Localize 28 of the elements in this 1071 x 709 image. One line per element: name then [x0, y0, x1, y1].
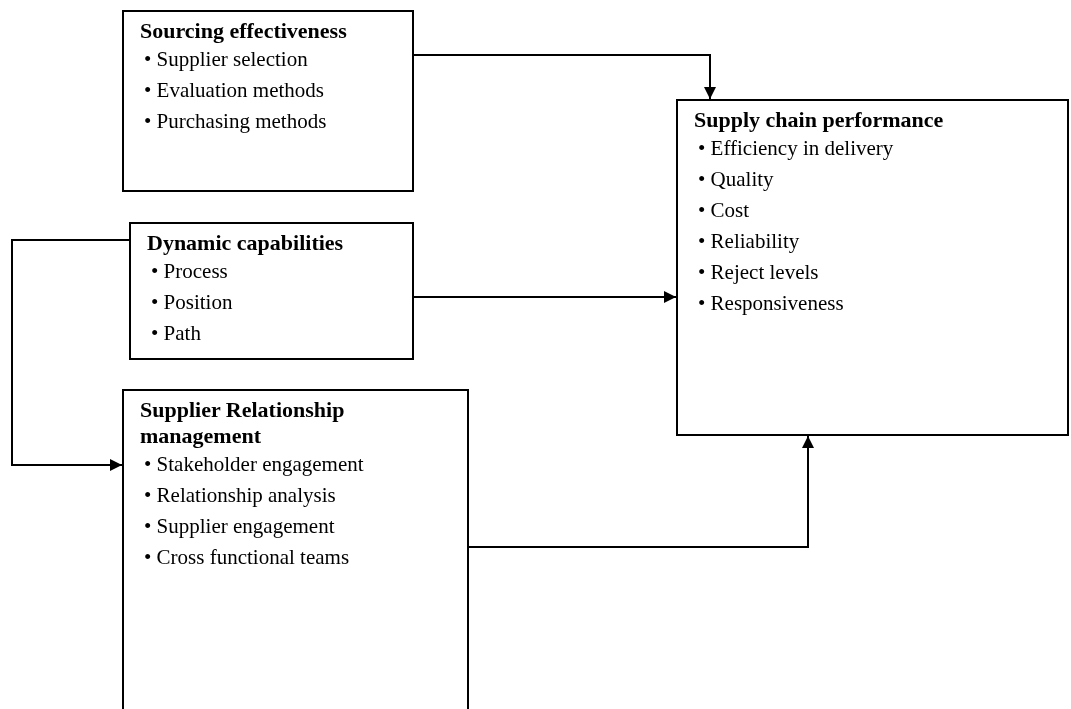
- arrow: [11, 239, 130, 471]
- process-box: [122, 10, 414, 192]
- process-box: [122, 389, 469, 709]
- box-heading: Supplier Relationship management: [140, 397, 346, 449]
- bullet-item: • Quality: [698, 167, 774, 191]
- process-box: [129, 222, 414, 360]
- box-heading: Supply chain performance: [694, 107, 945, 133]
- bullet-item: • Relationship analysis: [144, 483, 336, 507]
- bullet-item: • Process: [151, 259, 228, 283]
- bullet-item: • Efficiency in delivery: [698, 136, 894, 160]
- arrow: [413, 54, 716, 100]
- bullet-item: • Stakeholder engagement: [144, 452, 364, 476]
- bullet-item: • Supplier selection: [144, 47, 308, 71]
- process-box: [676, 99, 1069, 436]
- bullet-item: • Purchasing methods: [144, 109, 327, 133]
- bullet-item: • Cross functional teams: [144, 545, 350, 569]
- box-heading: Sourcing effectiveness: [140, 18, 348, 44]
- bullet-item: • Position: [151, 290, 233, 314]
- bullet-item: • Evaluation methods: [144, 78, 324, 102]
- bullet-item: • Responsiveness: [698, 291, 844, 315]
- box-heading: Dynamic capabilities: [147, 230, 345, 256]
- arrow: [468, 435, 814, 548]
- bullet-item: • Cost: [698, 198, 750, 222]
- bullet-item: • Path: [151, 321, 201, 345]
- bullet-item: • Reject levels: [698, 260, 819, 284]
- arrow: [413, 291, 677, 303]
- bullet-item: • Reliability: [698, 229, 800, 253]
- bullet-item: • Supplier engagement: [144, 514, 335, 538]
